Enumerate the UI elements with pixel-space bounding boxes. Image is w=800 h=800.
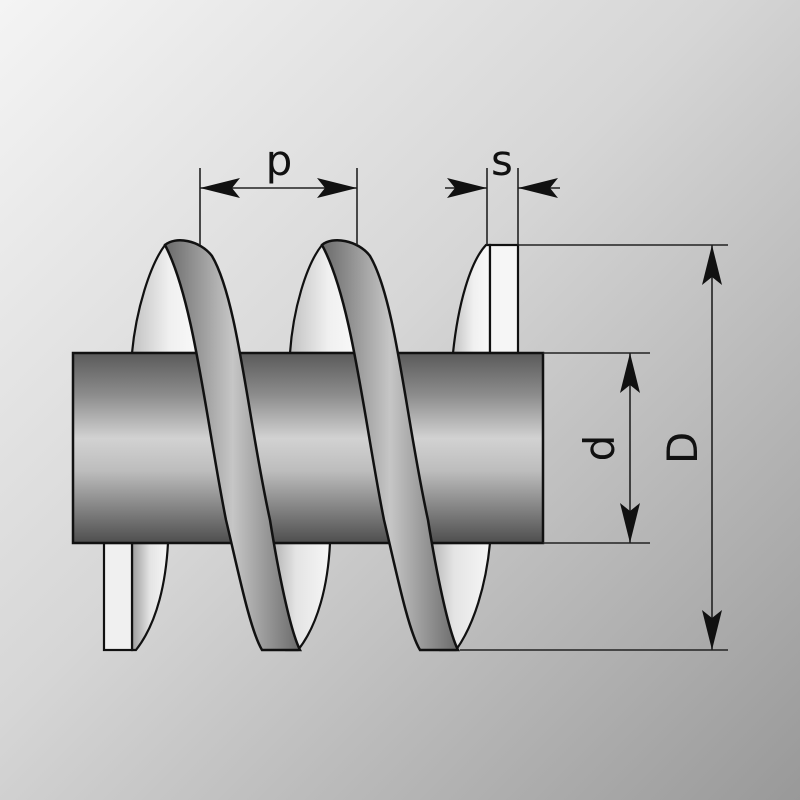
- helix-bands: [163, 239, 461, 652]
- dimension-shaft-diameter: [543, 352, 650, 544]
- helix-band-2: [320, 239, 461, 652]
- shaft: [71, 351, 545, 545]
- outer-diameter-label: D: [658, 432, 707, 464]
- helix-band-1: [163, 239, 303, 652]
- dimension-outer-diameter: [460, 244, 728, 651]
- dimension-thickness: [445, 168, 560, 245]
- dimension-pitch: [199, 168, 358, 245]
- shaft-diameter-label: d: [575, 435, 624, 462]
- pitch-label: p: [266, 136, 293, 185]
- thickness-label: s: [491, 136, 513, 185]
